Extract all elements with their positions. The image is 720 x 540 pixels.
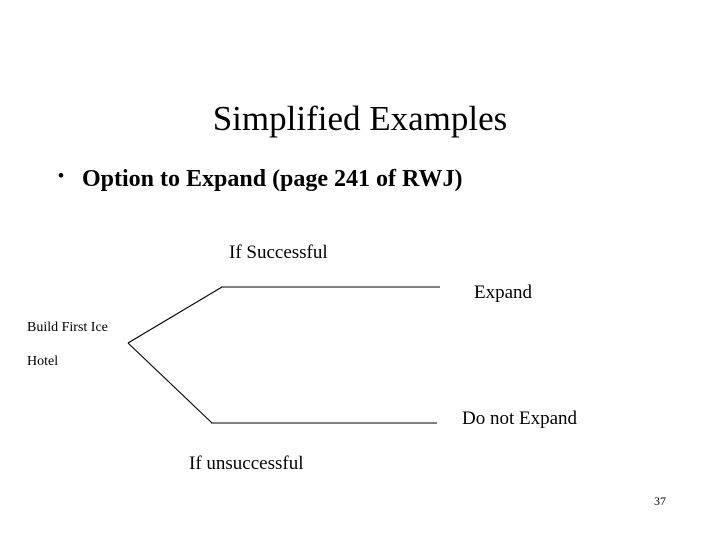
bullet-marker-icon: • bbox=[58, 166, 64, 185]
bullet-item-option-to-expand: • Option to Expand (page 241 of RWJ) bbox=[58, 166, 678, 192]
branch-condition-unsuccessful: If unsuccessful bbox=[189, 453, 304, 474]
slide-page-number: 37 bbox=[654, 494, 666, 508]
bullet-item-label: Option to Expand (page 241 of RWJ) bbox=[82, 166, 463, 192]
page-title: Simplified Examples bbox=[212, 99, 508, 139]
branch-line-upper-diagonal bbox=[127, 286, 223, 344]
branch-outcome-expand: Expand bbox=[474, 282, 533, 303]
branch-outcome-do-not-expand: Do not Expand bbox=[462, 408, 578, 429]
branch-line-lower-diagonal bbox=[127, 342, 213, 424]
root-node-label-line2: Hotel bbox=[27, 354, 59, 369]
root-node-label-line1: Build First Ice bbox=[27, 320, 108, 335]
branch-condition-successful: If Successful bbox=[229, 242, 328, 263]
